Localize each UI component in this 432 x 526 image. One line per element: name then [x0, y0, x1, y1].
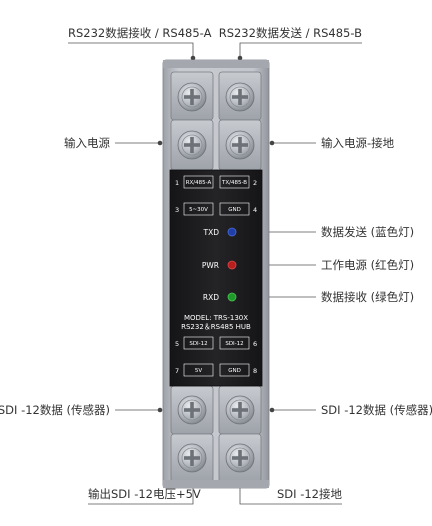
status-leds: TXD PWR RXD	[202, 227, 237, 302]
terminal-number: 7	[175, 367, 179, 375]
terminal-box	[219, 202, 250, 216]
terminal-number: 5	[175, 340, 179, 348]
line-bottom-left	[88, 482, 194, 505]
rxd-led-icon	[227, 292, 237, 302]
screw-icon	[225, 130, 255, 160]
terminal-box	[183, 175, 214, 189]
txd-led-icon	[227, 227, 237, 237]
terminal-box	[219, 363, 250, 377]
screw-icon	[177, 395, 207, 425]
label-sdi-left: SDI -12数据 (传感器)	[0, 403, 110, 417]
terminal-label-sdi: SDI-12	[189, 341, 207, 347]
terminal-box	[219, 175, 250, 189]
terminal-number: 2	[253, 179, 257, 187]
label-pwr-led: 工作电源 (红色灯)	[321, 258, 414, 272]
terminal-number: 8	[253, 367, 257, 375]
label-output-5v: 输出SDI -12电压+5V	[88, 487, 201, 501]
terminal-label-rx: RX/485-A	[186, 180, 212, 186]
terminal-legends: 1 RX/485-A TX/485-B 2 3 5~30V GND 4 5 SD…	[175, 175, 257, 377]
model-name: MODEL: TRS-130X	[184, 314, 248, 322]
label-rs232-tx: RS232数据发送 / RS485-B	[219, 26, 362, 40]
model-description: RS232＆RS485 HUB	[181, 323, 251, 331]
label-txd-led: 数据发送 (蓝色灯)	[321, 225, 414, 239]
terminal-label-sdi: SDI-12	[225, 341, 243, 347]
line-bottom-right	[239, 482, 342, 505]
led-label-rxd: RXD	[203, 293, 219, 302]
terminal-label-5v: 5V	[195, 368, 202, 374]
terminal-box	[219, 336, 250, 350]
terminal-label-gnd: GND	[228, 368, 241, 374]
terminal-number: 1	[175, 179, 179, 187]
terminal-label-gnd: GND	[228, 207, 241, 213]
line-top-right	[239, 42, 362, 58]
pwr-led-icon	[227, 260, 237, 270]
screw-terminals	[177, 82, 255, 473]
terminal-label-vin: 5~30V	[189, 207, 208, 213]
led-label-txd: TXD	[203, 228, 220, 237]
terminal-box	[183, 336, 214, 350]
label-rxd-led: 数据接收 (绿色灯)	[321, 290, 414, 304]
terminal-box	[183, 202, 214, 216]
terminal-number: 4	[253, 206, 257, 214]
screw-icon	[177, 443, 207, 473]
led-label-pwr: PWR	[202, 261, 219, 270]
line-top-left	[68, 42, 194, 58]
screw-icon	[225, 443, 255, 473]
screw-icon	[177, 130, 207, 160]
label-power-ground: 输入电源-接地	[321, 136, 395, 150]
screw-icon	[225, 82, 255, 112]
label-sdi-right: SDI -12数据 (传感器)	[321, 403, 432, 417]
front-panel	[169, 169, 263, 387]
label-sdi-ground: SDI -12接地	[277, 487, 342, 501]
label-power-input: 输入电源	[64, 136, 110, 150]
terminal-label-tx: TX/485-B	[221, 180, 247, 186]
terminal-number: 3	[175, 206, 179, 214]
screw-icon	[225, 395, 255, 425]
screw-icon	[177, 82, 207, 112]
label-rs232-rx: RS232数据接收 / RS485-A	[68, 26, 212, 40]
terminal-number: 6	[253, 340, 257, 348]
terminal-box	[183, 363, 214, 377]
